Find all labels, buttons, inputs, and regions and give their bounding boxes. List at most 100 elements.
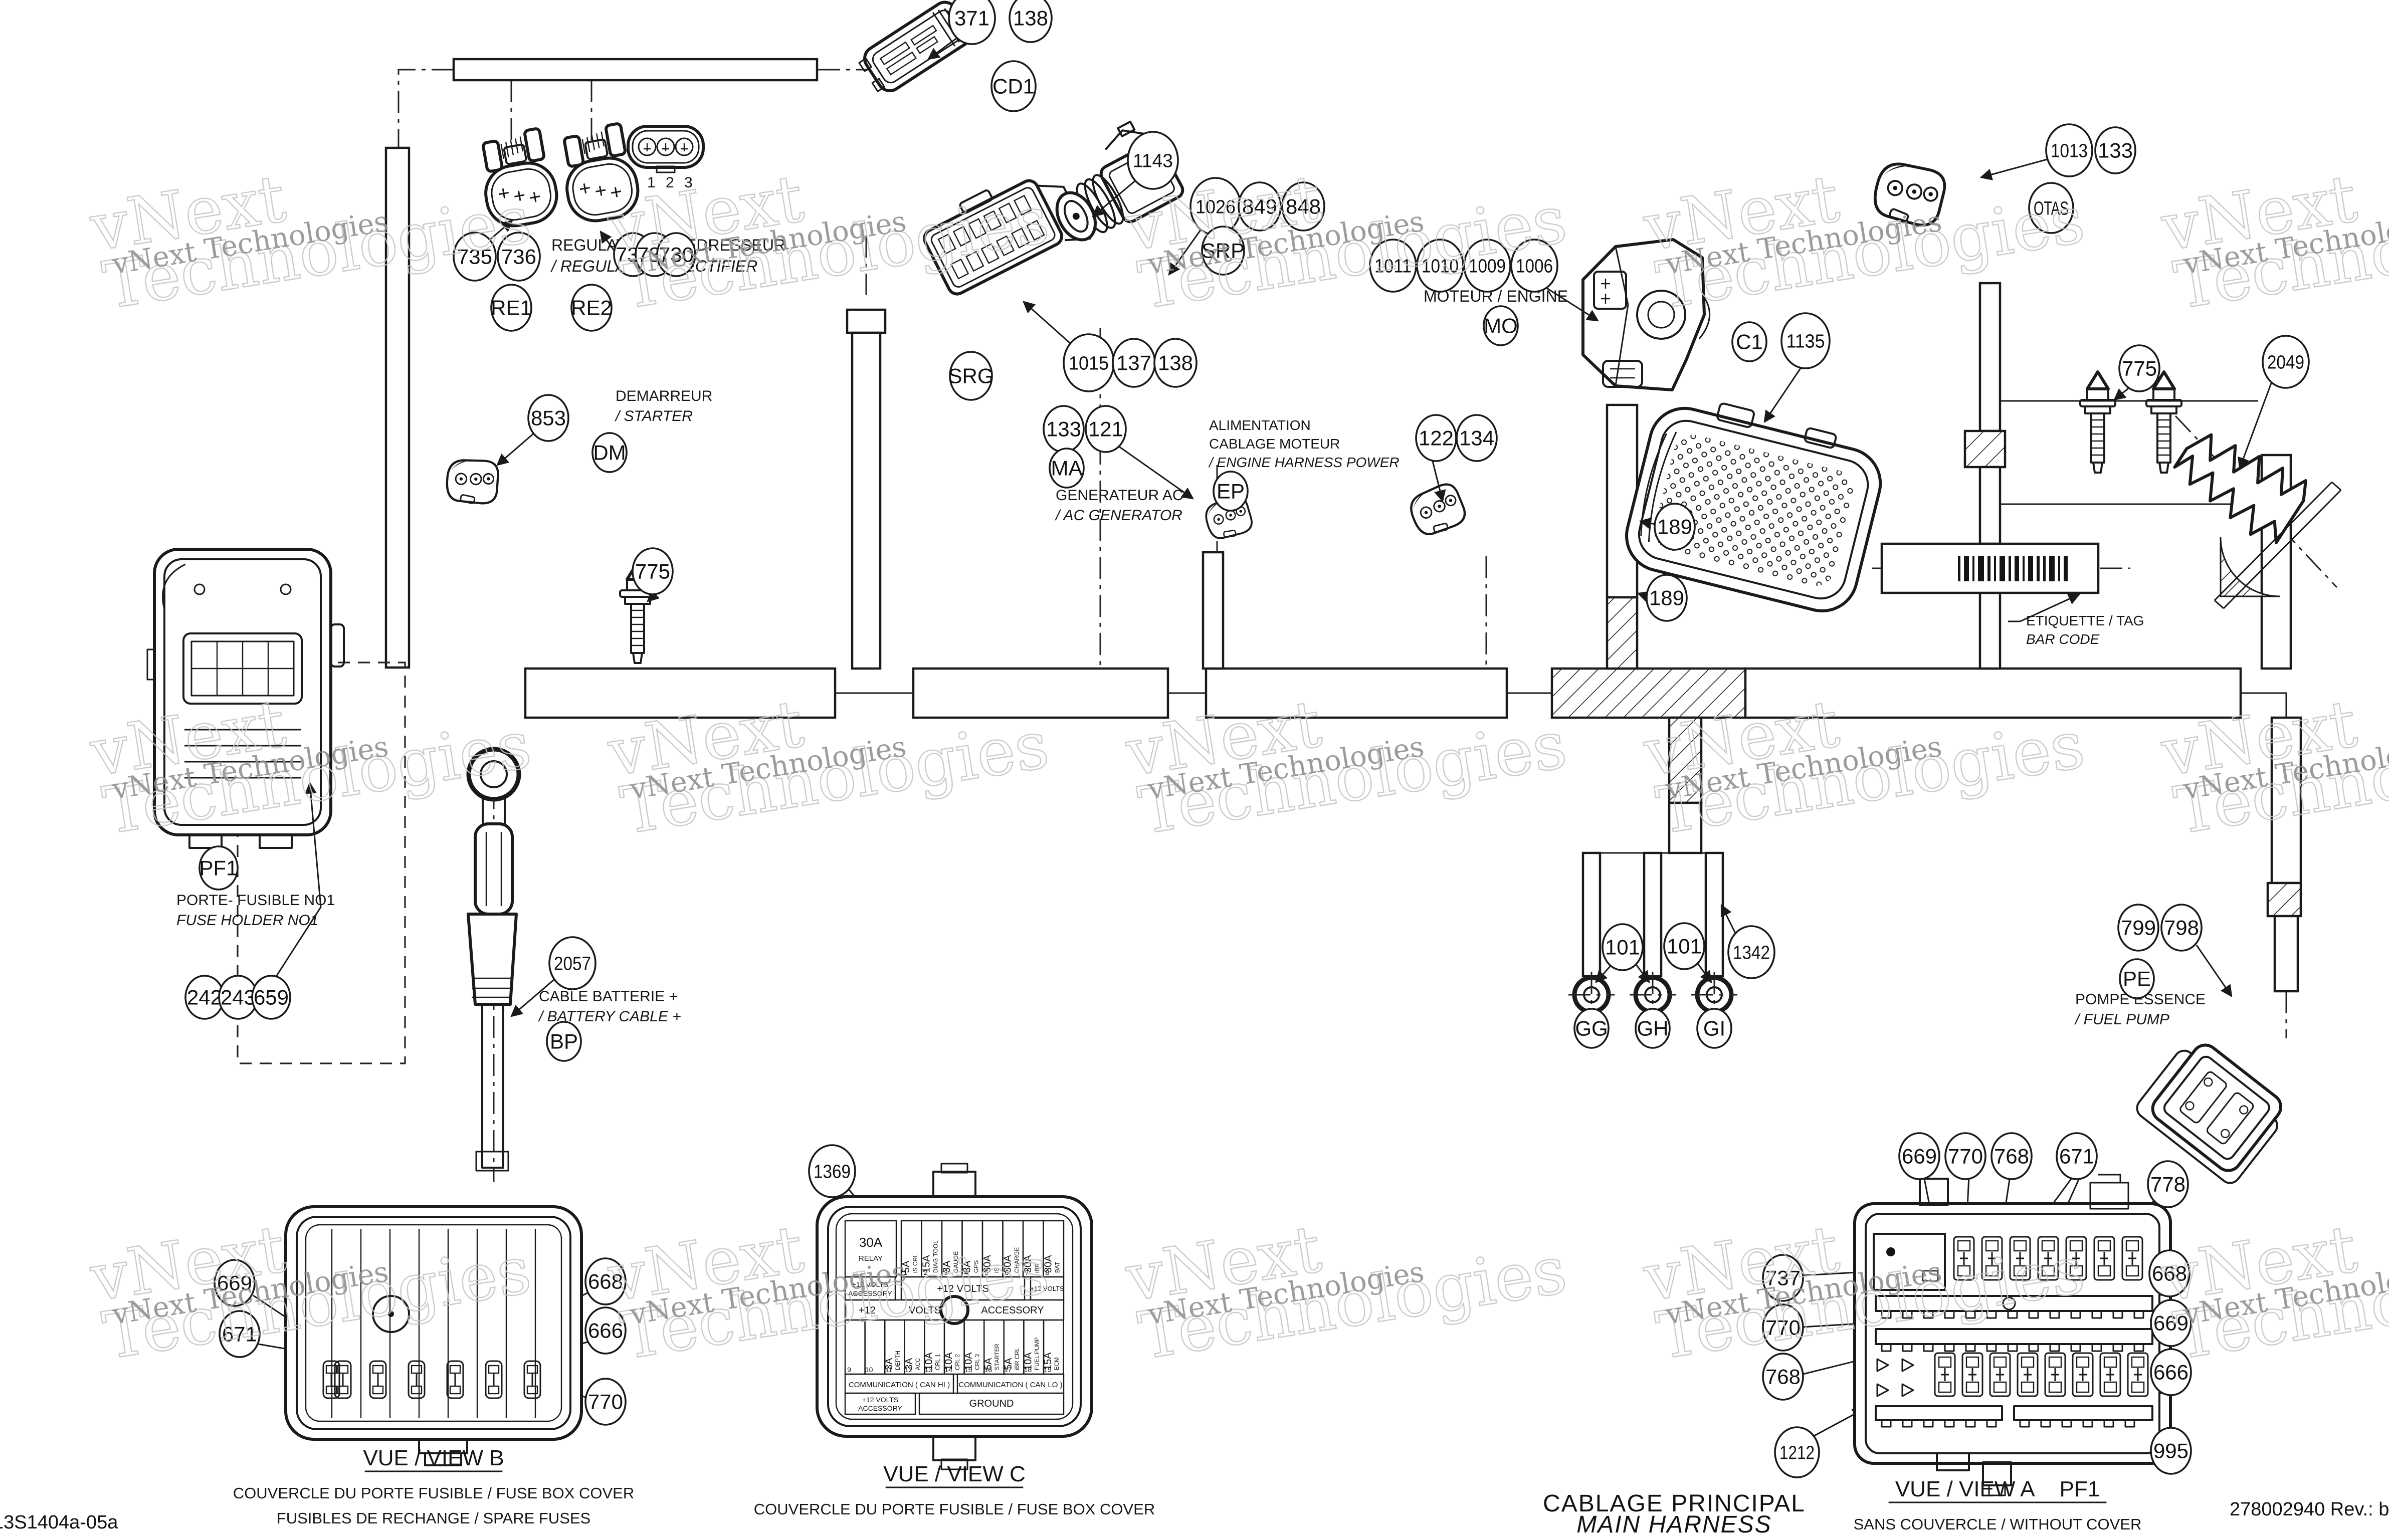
callout-799-54: 799 xyxy=(2117,904,2159,952)
callout-995-71: 995 xyxy=(2150,1427,2192,1475)
callout-1009-27: 1009 xyxy=(1463,239,1511,293)
callout-138-1: 138 xyxy=(1009,0,1053,43)
callout-1013-34: 1013 xyxy=(2045,123,2093,177)
svg-text:735: 735 xyxy=(457,245,492,269)
callout-1015-16: 1015 xyxy=(1063,333,1115,392)
svg-text:242: 242 xyxy=(187,986,222,1009)
callout-gg-51: GG xyxy=(1573,1008,1610,1049)
svg-text:DEPTH: DEPTH xyxy=(895,1351,901,1370)
svg-text:730: 730 xyxy=(659,243,694,267)
svg-text:2049: 2049 xyxy=(2267,352,2304,373)
svg-text:FUSIBLES DE RECHANGE / SPARE F: FUSIBLES DE RECHANGE / SPARE FUSES xyxy=(277,1509,590,1527)
callout-768-65: 768 xyxy=(1990,1132,2033,1180)
callout-371-0: 371 xyxy=(948,0,996,45)
svg-text:668: 668 xyxy=(2152,1262,2187,1285)
svg-text:768: 768 xyxy=(1765,1365,1801,1389)
svg-text:30A: 30A xyxy=(982,1255,993,1273)
svg-text:770: 770 xyxy=(1765,1316,1801,1340)
svg-text:770: 770 xyxy=(588,1390,623,1414)
svg-text:SRP: SRP xyxy=(1202,239,1245,263)
svg-text:GAUGE: GAUGE xyxy=(952,1251,959,1273)
barcode-bar xyxy=(1994,556,1996,581)
svg-text:CD1: CD1 xyxy=(992,75,1035,98)
svg-text:BAT: BAT xyxy=(1054,1261,1061,1273)
callout-669-69: 669 xyxy=(2150,1299,2192,1347)
svg-text:CHARGE: CHARGE xyxy=(1014,1247,1021,1273)
callout-1342-50: 1342 xyxy=(1727,925,1775,979)
svg-text:15A: 15A xyxy=(1043,1352,1054,1370)
svg-text:C1: C1 xyxy=(1736,330,1763,354)
svg-text:8: 8 xyxy=(1046,1268,1050,1276)
svg-text:VUE / VIEW C: VUE / VIEW C xyxy=(883,1462,1026,1486)
svg-text:2: 2 xyxy=(666,174,674,191)
svg-text:iBR: iBR xyxy=(1034,1263,1041,1273)
callout-re1-5: RE1 xyxy=(490,284,532,332)
svg-text:/ FUEL PUMP: / FUEL PUMP xyxy=(2074,1011,2169,1028)
svg-text:3A: 3A xyxy=(941,1260,952,1273)
callout-770-64: 770 xyxy=(1944,1132,1986,1180)
callout-101-48: 101 xyxy=(1602,923,1644,971)
svg-text:GG: GG xyxy=(1575,1017,1608,1040)
svg-text:ACCESSORY: ACCESSORY xyxy=(848,1289,892,1297)
svg-text:3A: 3A xyxy=(904,1358,915,1370)
svg-text:1026: 1026 xyxy=(1196,196,1236,217)
svg-text:768: 768 xyxy=(1994,1145,2029,1168)
svg-text:30A: 30A xyxy=(1043,1255,1054,1273)
svg-text:666: 666 xyxy=(588,1319,623,1343)
svg-text:1135: 1135 xyxy=(1786,331,1825,352)
pin-face-3 xyxy=(627,125,705,173)
svg-text:PORTE- FUSIBLE NO1: PORTE- FUSIBLE NO1 xyxy=(176,892,335,909)
barcode-bar xyxy=(2058,556,2060,581)
svg-text:SRG: SRG xyxy=(948,364,993,388)
callout-768-74: 768 xyxy=(1762,1353,1804,1401)
callout-gi-53: GI xyxy=(1696,1008,1732,1049)
callout-138-18: 138 xyxy=(1153,338,1198,388)
svg-text:+12: +12 xyxy=(859,1305,876,1316)
callout-668-60: 668 xyxy=(584,1257,627,1305)
svg-text:666: 666 xyxy=(2153,1361,2188,1384)
svg-text:1009: 1009 xyxy=(1469,256,1506,277)
callout-189-33: 189 xyxy=(1646,574,1688,622)
svg-text:ECM: ECM xyxy=(1054,1357,1060,1370)
harness-top-bar xyxy=(452,58,819,82)
svg-text:6: 6 xyxy=(1005,1268,1009,1276)
callout-666-61: 666 xyxy=(584,1306,627,1355)
callout-ep-22: EP xyxy=(1213,471,1249,512)
svg-text:1006: 1006 xyxy=(1516,256,1553,277)
callout-775-37: 775 xyxy=(2118,344,2160,392)
svg-text:GI: GI xyxy=(1703,1017,1725,1040)
svg-text:5A: 5A xyxy=(901,1260,912,1273)
callout-778-67: 778 xyxy=(2147,1160,2189,1208)
svg-text:15A: 15A xyxy=(921,1255,932,1273)
svg-text:1013: 1013 xyxy=(2051,140,2088,161)
callout-243-44: 243 xyxy=(218,975,258,1020)
svg-text:16: 16 xyxy=(984,1366,992,1374)
svg-text:COUVERCLE DU PORTE FUSIBLE / F: COUVERCLE DU PORTE FUSIBLE / FUSE BOX CO… xyxy=(754,1500,1155,1518)
svg-text:10A: 10A xyxy=(1023,1352,1034,1370)
svg-text:+12 VOLTS: +12 VOLTS xyxy=(852,1280,889,1288)
svg-text:3: 3 xyxy=(684,174,693,191)
boot-2049 xyxy=(2173,433,2342,609)
barcode-bar xyxy=(2015,556,2019,581)
svg-text:iS: iS xyxy=(993,1267,1000,1273)
callout-cd1-2: CD1 xyxy=(990,60,1037,112)
svg-text:669: 669 xyxy=(1902,1145,1937,1168)
svg-text:ACCESSORY: ACCESSORY xyxy=(981,1305,1044,1316)
svg-text:EP: EP xyxy=(1217,480,1245,503)
callout-1212-75: 1212 xyxy=(1774,1426,1820,1478)
barcode-bar xyxy=(1978,556,1984,581)
callout-666-70: 666 xyxy=(2150,1348,2192,1396)
svg-text:2057: 2057 xyxy=(554,953,591,974)
barcode-bar xyxy=(1987,556,1990,581)
svg-text:11: 11 xyxy=(885,1366,893,1374)
svg-text:668: 668 xyxy=(588,1270,623,1293)
svg-text:671: 671 xyxy=(2059,1145,2094,1168)
svg-text:VUE / VIEW A PF1: VUE / VIEW A PF1 xyxy=(1895,1477,2100,1501)
svg-text:1342: 1342 xyxy=(1733,942,1770,963)
